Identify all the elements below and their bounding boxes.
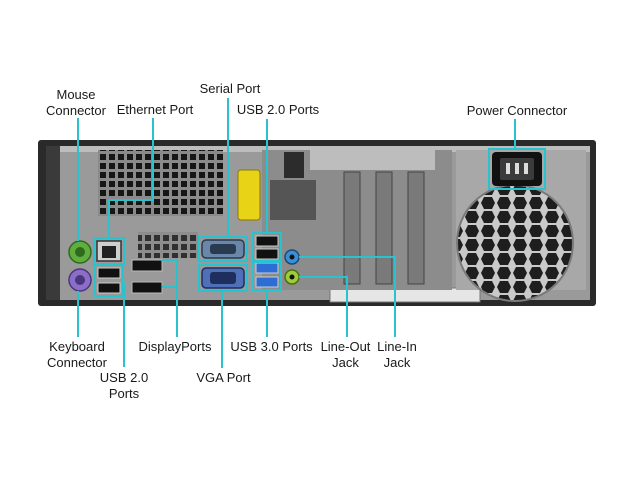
power-connector-label: Power Connector [466,103,568,118]
highlight-power [488,148,546,190]
displayports-label: DisplayPorts [138,339,212,354]
usb2-ports-left [97,267,121,294]
usb2-ports-top-label: USB 2.0 Ports [236,102,320,117]
highlight-usb2-left [94,264,124,297]
leader-lines [77,98,516,368]
vga-port [201,267,245,289]
vent-grid-small [138,232,198,258]
keyboard-connector [68,268,92,292]
mouse-connector [68,240,92,264]
line-out-jack [284,269,300,285]
vga-port-label: VGA Port [196,370,251,385]
usb2-ports-top [255,235,279,260]
highlight-serial [198,236,248,262]
serial-port-label: Serial Port [199,81,261,96]
serial-port [201,239,245,259]
usb3-ports-label: USB 3.0 Ports [230,339,313,354]
ethernet-port [96,240,122,262]
yellow-latch [237,169,261,221]
power-connector [492,152,542,186]
vent-grid [98,150,223,216]
expansion-slots [262,150,452,290]
ethernet-port-label: Ethernet Port [116,102,194,117]
line-in-jack [284,249,300,265]
